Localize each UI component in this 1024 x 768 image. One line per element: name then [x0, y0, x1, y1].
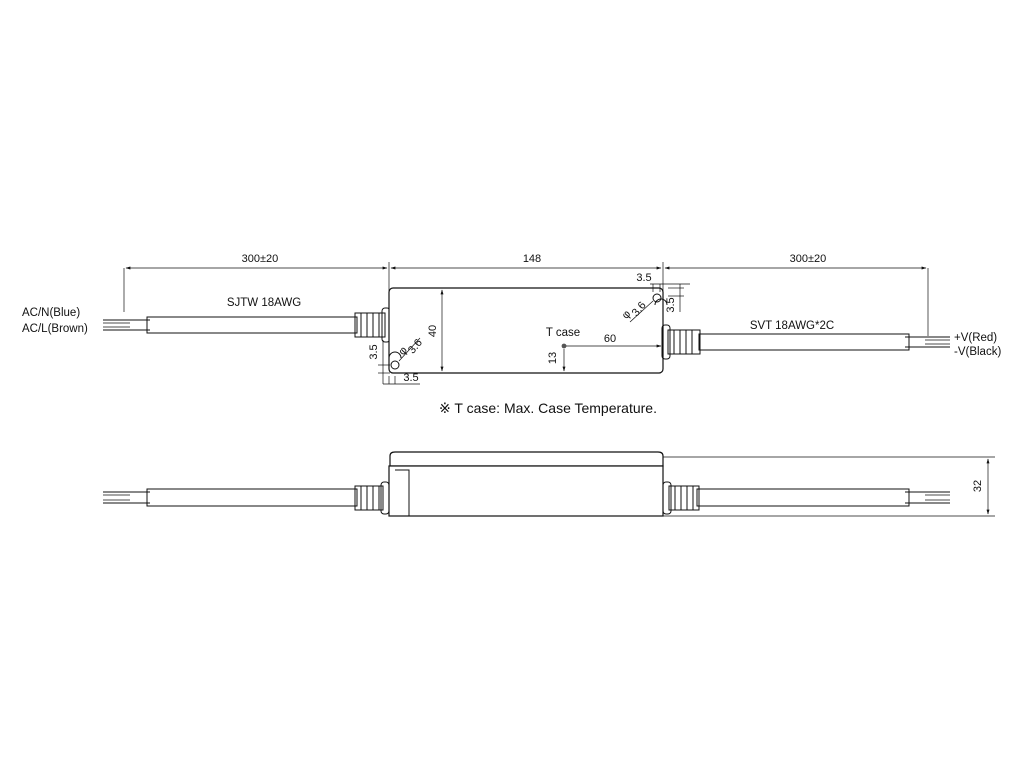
dim-body-width: 40 — [427, 325, 439, 337]
tcase-note: ※ T case: Max. Case Temperature. — [439, 400, 657, 416]
tcase-point — [561, 343, 567, 349]
dim-hole-bottom-offset-y: 3.5 — [368, 344, 380, 359]
dim-body-length: 148 — [523, 253, 541, 265]
output-wire-positive: +V(Red) — [954, 332, 997, 344]
length-dimension-line: 300±20 148 300±20 — [123, 253, 929, 336]
output-cable-type: SVT 18AWG*2C — [750, 320, 834, 332]
side-view: 32 — [103, 451, 995, 517]
dim-tcase-x: 60 — [604, 333, 616, 345]
dim-height: 32 — [972, 480, 984, 492]
input-wire-live: AC/L(Brown) — [22, 323, 88, 335]
tcase-label: T case — [546, 327, 580, 339]
output-cable: SVT 18AWG*2C — [698, 320, 950, 351]
dim-left-cable: 300±20 — [242, 253, 279, 265]
psu-body-top: 3.5 3.5 φ 3.6 3.5 3.5 φ 3.6 40 T case — [368, 272, 690, 385]
dim-right-cable: 300±20 — [790, 253, 827, 265]
dim-tcase-y: 13 — [547, 352, 559, 364]
output-wire-negative: -V(Black) — [954, 346, 1001, 358]
dim-hole-bottom-offset-x: 3.5 — [403, 372, 418, 384]
input-strain-relief — [354, 307, 391, 343]
dim-hole-top-offset-y: 3.5 — [665, 297, 677, 312]
input-cable-type: SJTW 18AWG — [227, 297, 301, 309]
output-strain-relief — [661, 324, 701, 360]
input-cable: SJTW 18AWG — [103, 297, 358, 334]
dim-hole-top-offset-x: 3.5 — [636, 272, 651, 284]
input-wire-neutral: AC/N(Blue) — [22, 307, 80, 319]
top-view: 300±20 148 300±20 SJTW 18AWG AC/N(Blue) … — [22, 253, 1001, 385]
